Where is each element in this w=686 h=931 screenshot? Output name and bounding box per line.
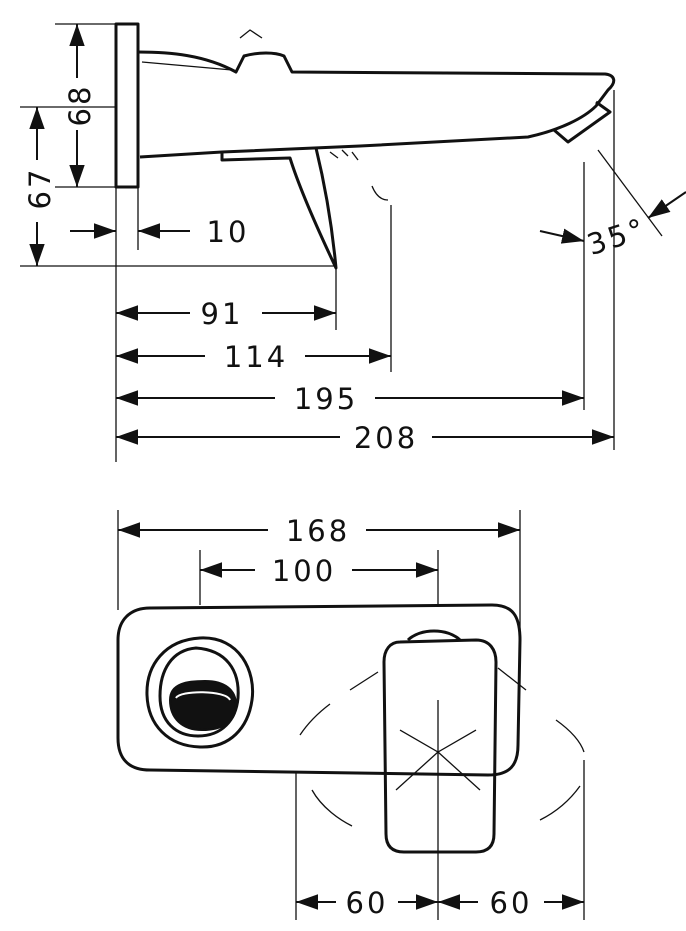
front-plate — [116, 603, 522, 777]
dim-208: 208 — [354, 421, 418, 455]
dim-angle-35: 35° — [583, 211, 651, 262]
front-aerator — [168, 679, 238, 732]
dim-100: 100 — [272, 554, 336, 588]
front-view: 168 100 60 60 — [116, 510, 585, 920]
wall-plate — [114, 22, 140, 189]
side-lever — [220, 147, 338, 270]
front-lever — [382, 638, 498, 854]
side-view: 68 67 10 91 114 195 208 35° — [20, 22, 686, 462]
dim-168: 168 — [286, 514, 350, 548]
spout-body — [137, 50, 616, 159]
spout-outlet — [553, 100, 612, 144]
dim-10: 10 — [207, 215, 250, 249]
front-spout-outline — [145, 636, 255, 749]
dim-114: 114 — [224, 340, 288, 374]
dim-60-right: 60 — [490, 886, 533, 920]
dim-60-left: 60 — [346, 886, 389, 920]
dim-68: 68 — [63, 84, 97, 127]
dim-91: 91 — [201, 297, 244, 331]
dim-195: 195 — [294, 382, 358, 416]
dim-67: 67 — [23, 167, 57, 210]
